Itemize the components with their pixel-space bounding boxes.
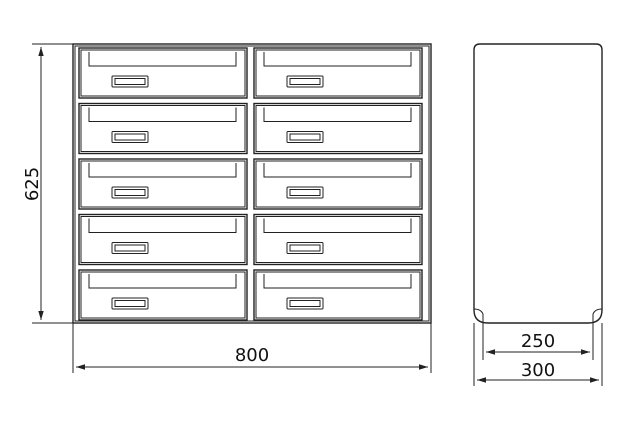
name-plate-inner xyxy=(289,189,321,196)
side-foot-left xyxy=(473,308,484,323)
mailbox xyxy=(253,213,423,266)
mail-slot xyxy=(88,218,237,233)
mailbox xyxy=(253,47,423,99)
mailbox-door-inner xyxy=(255,49,421,97)
name-plate-inner xyxy=(114,78,146,85)
height-dimension: 625 xyxy=(22,43,73,324)
mailbox-door-inner xyxy=(80,271,246,319)
mail-slot xyxy=(263,163,412,178)
name-plate-inner xyxy=(114,244,146,252)
name-plate xyxy=(111,297,149,310)
mailbox-door xyxy=(253,158,423,210)
width-dimension: 800 xyxy=(72,323,432,373)
mailbox-door-inner xyxy=(255,271,421,319)
mailbox-door xyxy=(253,213,423,266)
side-foot-right xyxy=(592,308,603,323)
mailbox xyxy=(253,158,423,210)
mail-slot xyxy=(88,163,237,178)
name-plate-inner xyxy=(289,133,321,141)
outer-depth-label: 300 xyxy=(521,360,555,381)
mailbox xyxy=(78,102,248,155)
inner-depth-label: 250 xyxy=(521,331,555,352)
mailbox-door-inner xyxy=(80,105,246,152)
mailbox-door xyxy=(78,102,248,155)
mail-slot xyxy=(263,107,412,122)
mailbox-door xyxy=(253,102,423,155)
mailbox xyxy=(78,269,248,321)
mailbox xyxy=(78,213,248,266)
name-plate xyxy=(286,297,324,310)
mailbox xyxy=(253,102,423,155)
mailbox-door xyxy=(78,213,248,266)
mailbox xyxy=(78,47,248,99)
mailbox-door-inner xyxy=(255,105,421,152)
name-plate xyxy=(286,186,324,199)
mailbox-door-inner xyxy=(80,216,246,263)
front-view xyxy=(72,43,432,324)
side-outline xyxy=(473,43,603,324)
name-plate-inner xyxy=(114,189,146,196)
mailbox-door xyxy=(78,158,248,210)
mail-slot xyxy=(88,274,237,289)
mailbox-door-inner xyxy=(80,49,246,97)
name-plate xyxy=(286,242,324,254)
name-plate xyxy=(111,186,149,199)
width-label: 800 xyxy=(235,345,269,366)
mail-slot xyxy=(263,274,412,289)
mailbox xyxy=(78,158,248,210)
name-plate-inner xyxy=(289,78,321,85)
mail-slot xyxy=(263,218,412,233)
mail-slot xyxy=(88,52,237,67)
name-plate-inner xyxy=(289,300,321,307)
cabinet-outline xyxy=(72,43,432,324)
name-plate-inner xyxy=(289,244,321,252)
height-label: 625 xyxy=(22,167,43,201)
mailbox-door-inner xyxy=(255,216,421,263)
side-view xyxy=(473,43,603,324)
mailbox-door xyxy=(253,269,423,321)
mailbox-door xyxy=(78,47,248,99)
mail-slot xyxy=(263,52,412,67)
mailbox xyxy=(253,269,423,321)
mailbox-door xyxy=(78,269,248,321)
name-plate xyxy=(286,131,324,143)
mailbox-door xyxy=(253,47,423,99)
name-plate-inner xyxy=(114,133,146,141)
name-plate xyxy=(111,131,149,143)
name-plate xyxy=(111,75,149,88)
mailbox-door-inner xyxy=(255,160,421,208)
name-plate xyxy=(286,75,324,88)
mailbox-grid xyxy=(78,47,423,321)
mailbox-door-inner xyxy=(80,160,246,208)
depth-dimensions: 250 300 xyxy=(473,323,603,386)
mail-slot xyxy=(88,107,237,122)
name-plate-inner xyxy=(114,300,146,307)
name-plate xyxy=(111,242,149,254)
cabinet-inner-outline xyxy=(74,45,430,322)
